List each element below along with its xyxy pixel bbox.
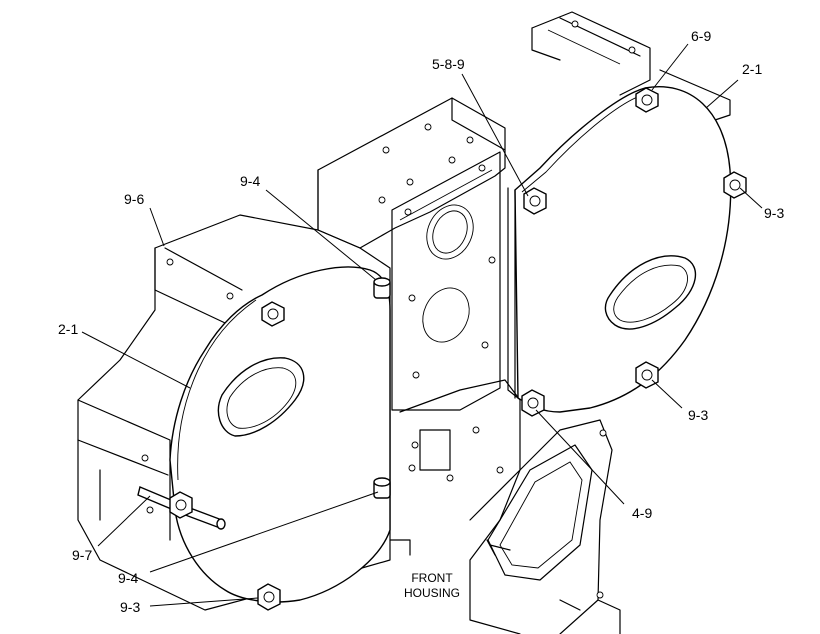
leader-9-7 bbox=[97, 495, 151, 547]
bolts bbox=[137, 87, 747, 611]
leader-9-3-bottom bbox=[149, 597, 259, 607]
bolt-6-9 bbox=[635, 87, 659, 113]
leader-9-3-right-upper bbox=[739, 187, 763, 209]
front-housing bbox=[77, 11, 731, 634]
leader-2-1-left bbox=[81, 331, 191, 389]
bolt-9-4-top bbox=[373, 277, 391, 299]
bolt-5-8-9 bbox=[523, 187, 547, 215]
right-timing-cover bbox=[507, 86, 732, 413]
callout-9-3-right-lower: 9-3 bbox=[688, 407, 708, 423]
callout-9-4-top: 9-4 bbox=[240, 173, 260, 189]
callout-9-3-bottom: 9-3 bbox=[120, 599, 140, 615]
leader-9-4-top bbox=[265, 189, 377, 281]
stud-9-7 bbox=[137, 486, 226, 530]
leader-lines bbox=[81, 43, 763, 607]
bolt-9-4-bottom bbox=[373, 477, 391, 499]
leader-9-3-right-lower bbox=[651, 379, 683, 409]
callout-5-8-9: 5-8-9 bbox=[432, 56, 465, 72]
leader-4-9 bbox=[535, 409, 625, 505]
bolt-9-3-right-lower bbox=[635, 361, 659, 389]
leader-6-9 bbox=[651, 43, 689, 91]
callout-2-1-right: 2-1 bbox=[742, 61, 762, 77]
callout-9-7: 9-7 bbox=[72, 547, 92, 563]
bolt-9-3-right-upper bbox=[723, 171, 747, 199]
callout-9-3-right-upper: 9-3 bbox=[764, 205, 784, 221]
leader-2-1-right bbox=[705, 79, 739, 109]
callout-4-9: 4-9 bbox=[632, 505, 652, 521]
caption-line-1: FRONT bbox=[411, 571, 453, 585]
leader-5-8-9 bbox=[461, 73, 529, 197]
bolt-9-3-bottom bbox=[257, 583, 281, 611]
leader-9-4-bottom bbox=[149, 491, 379, 573]
callout-2-1-left: 2-1 bbox=[58, 321, 78, 337]
callout-9-6: 9-6 bbox=[124, 191, 144, 207]
callout-9-4-bottom: 9-4 bbox=[118, 570, 138, 586]
callout-6-9: 6-9 bbox=[691, 28, 711, 44]
callout-labels: 6-9 5-8-9 2-1 9-3 9-3 4-9 9-4 9-6 2-1 9-… bbox=[58, 28, 784, 615]
bolt-left-upper bbox=[261, 301, 285, 327]
housing-caption: FRONT HOUSING bbox=[404, 571, 460, 600]
bolt-4-9 bbox=[521, 389, 545, 417]
caption-line-2: HOUSING bbox=[404, 586, 460, 600]
leader-9-6 bbox=[149, 207, 165, 247]
left-timing-cover bbox=[169, 266, 391, 603]
